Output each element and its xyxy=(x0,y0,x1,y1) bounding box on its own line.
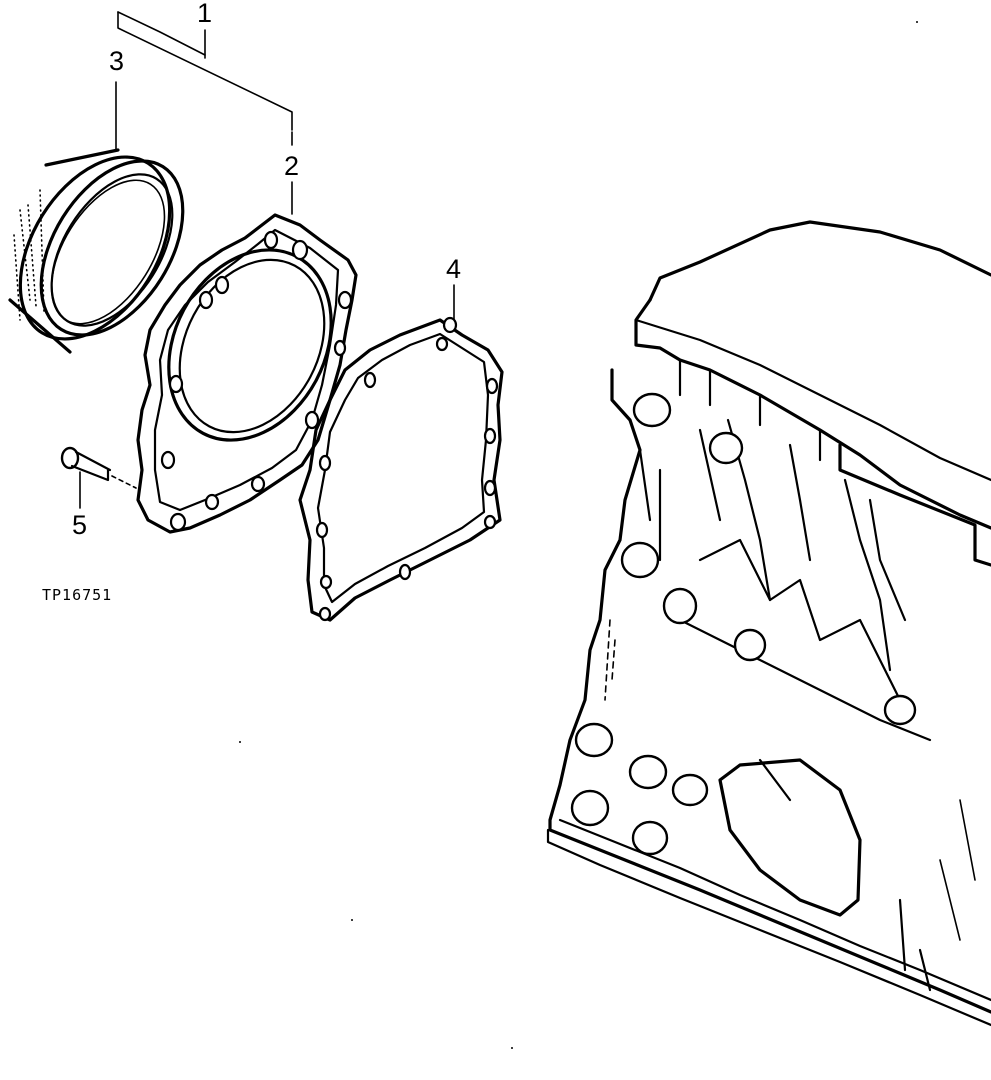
engine-block xyxy=(546,220,991,1027)
callout-2: 2 xyxy=(284,151,299,181)
block-bosses xyxy=(570,392,917,856)
bracket-1-leader xyxy=(117,11,293,146)
callout-1: 1 xyxy=(197,0,212,28)
oil-seal-ring xyxy=(8,148,185,354)
callout-leaders xyxy=(79,11,455,509)
callout-5: 5 xyxy=(72,510,87,540)
cap-screw xyxy=(60,446,137,489)
callout-4: 4 xyxy=(446,254,461,284)
callout-numbers: 1 3 2 4 5 xyxy=(72,0,461,540)
seal-housing xyxy=(136,213,358,534)
scan-specks xyxy=(239,21,918,1049)
callout-3: 3 xyxy=(109,46,124,76)
housing-gasket xyxy=(298,316,504,622)
figure-reference-code: TP16751 xyxy=(42,586,112,604)
